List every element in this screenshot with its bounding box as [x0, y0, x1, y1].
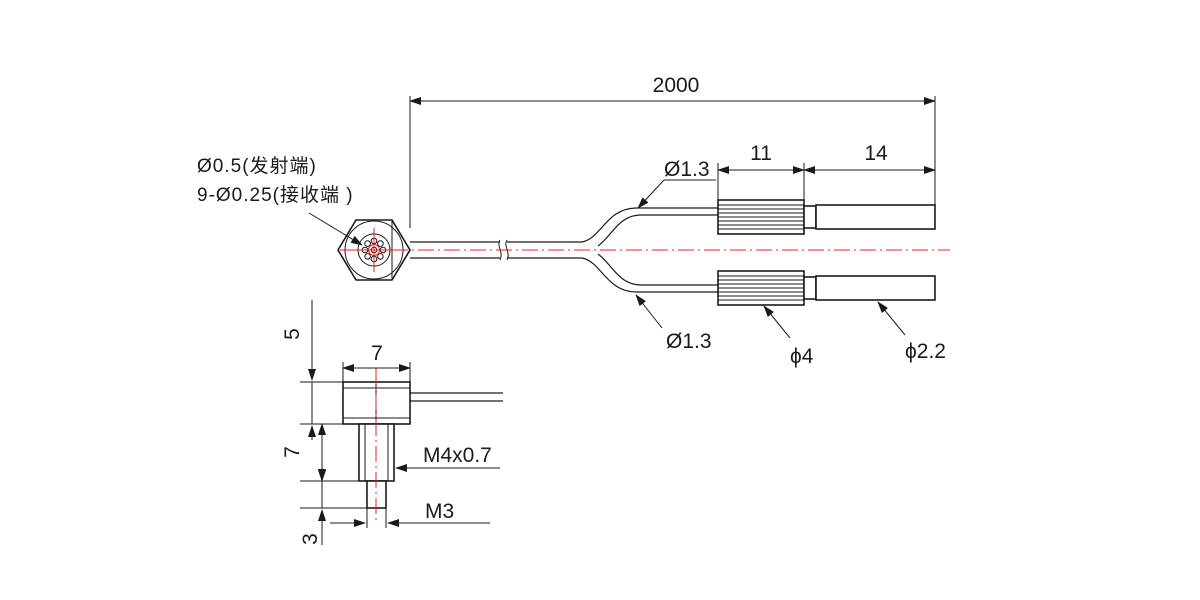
side-view: 7 5 7 3 M4x0.7 M3: [281, 300, 503, 545]
label-thread-spec: M4x0.7: [423, 444, 492, 467]
dimension-tip-length: 3: [299, 533, 322, 545]
label-tip-spec: M3: [425, 500, 454, 523]
branch-lower-outer: [581, 257, 718, 293]
leader-fiber-end: [877, 301, 906, 336]
fiber-end-lower: [815, 275, 936, 301]
dimension-thread-length: 7: [281, 446, 304, 458]
dimension-cable-lower: Ø1.3: [666, 330, 712, 353]
fiber-end-upper: [815, 204, 936, 230]
dimension-total-length: 2000: [653, 74, 700, 97]
head-note-leader: [308, 212, 363, 246]
note-emitter: Ø0.5(发射端): [197, 155, 317, 177]
branch-lower-inner: [597, 253, 718, 286]
dimension-segment-b: 14: [864, 142, 888, 165]
branch-upper-outer: [581, 207, 718, 243]
dimension-cable-upper: Ø1.3: [664, 158, 710, 181]
dimension-connector: ϕ4: [790, 345, 814, 368]
cable-break-left: [498, 239, 502, 261]
connector-lower-knurl: [718, 275, 804, 301]
connector-lower-collar: [803, 276, 817, 300]
top-view: 2000 Ø0.5(发射端) 9-Ø0.25(接收端 ): [197, 74, 950, 368]
connector-upper-knurl: [718, 204, 804, 230]
dimension-fiber-end: ϕ2.2: [905, 340, 946, 363]
note-receiver: 9-Ø0.25(接收端 ): [197, 184, 354, 206]
leader-upper-cable: [637, 179, 665, 209]
leader-connector: [763, 305, 791, 339]
dimension-segment-a: 11: [750, 142, 772, 165]
connector-upper-collar: [803, 205, 817, 229]
dimension-head-width: 7: [371, 342, 383, 365]
branch-upper-inner: [597, 214, 718, 247]
leader-lower-cable: [635, 294, 663, 329]
dimension-head-height: 5: [281, 328, 304, 340]
